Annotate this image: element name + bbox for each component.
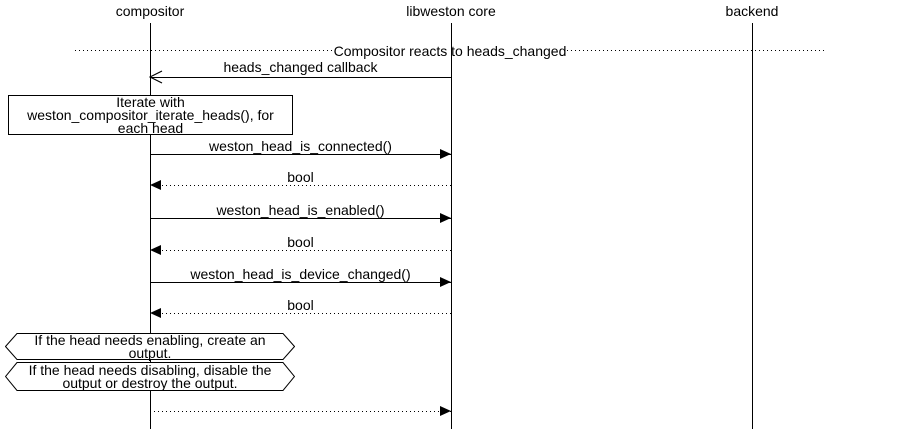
hexagon-shape xyxy=(5,333,295,360)
note-line: If the head needs enabling, create an xyxy=(34,331,266,348)
divider-row: Compositor reacts to heads_changed xyxy=(75,42,826,59)
message-line-head-is-connected xyxy=(150,154,451,155)
divider-line-right xyxy=(567,50,826,51)
filled-arrowhead-left-icon xyxy=(150,308,161,318)
filled-arrowhead-left-icon xyxy=(150,180,161,190)
message-label-head-is-connected: weston_head_is_connected() xyxy=(209,138,392,154)
lifeline-backend xyxy=(752,23,753,429)
filled-arrowhead-left-icon xyxy=(150,245,161,255)
lifeline-libweston-core xyxy=(451,23,452,429)
note-line: If the head needs disabling, disable the xyxy=(28,361,272,378)
message-label-head-is-device-changed: weston_head_is_device_changed() xyxy=(190,266,411,282)
filled-arrowhead-right-icon xyxy=(440,149,451,159)
message-label-bool-1: bool xyxy=(287,169,314,185)
note-line: weston_compositor_iterate_heads(), for xyxy=(27,106,274,123)
lifeline-compositor xyxy=(150,23,151,429)
filled-arrowhead-right-icon xyxy=(440,406,451,416)
message-label-bool-3: bool xyxy=(287,297,314,313)
message-label-head-is-enabled: weston_head_is_enabled() xyxy=(216,202,385,218)
filled-arrowhead-right-icon xyxy=(440,213,451,223)
note-iterate-heads: Iterate with weston_compositor_iterate_h… xyxy=(8,95,293,135)
message-label-heads-changed-callback: heads_changed callback xyxy=(223,59,378,75)
message-line-bool-2 xyxy=(150,250,451,251)
participant-label-compositor: compositor xyxy=(115,3,185,19)
note-line: output or destroy the output. xyxy=(62,374,238,391)
participant-label-libweston-core: libweston core xyxy=(406,3,496,19)
message-label-bool-2: bool xyxy=(287,234,314,250)
filled-arrowhead-right-icon xyxy=(440,277,451,287)
open-arrowhead-left-icon xyxy=(149,70,163,84)
note-line: each head xyxy=(117,119,184,136)
message-line-unlabeled xyxy=(150,411,451,412)
participant-label-backend: backend xyxy=(725,3,779,19)
note-line: output. xyxy=(128,344,172,361)
divider-title: Compositor reacts to heads_changed xyxy=(333,42,567,59)
note-needs-disabling: If the head needs disabling, disable the… xyxy=(5,362,295,391)
divider-line-left xyxy=(75,50,333,51)
message-line-head-is-enabled xyxy=(150,218,451,219)
note-needs-enabling: If the head needs enabling, create an ou… xyxy=(5,333,295,360)
note-line: Iterate with xyxy=(116,93,185,110)
message-line-bool-1 xyxy=(150,185,451,186)
message-line-bool-3 xyxy=(150,313,451,314)
message-line-heads-changed-callback xyxy=(150,77,451,78)
message-line-head-is-device-changed xyxy=(150,282,451,283)
hexagon-shape xyxy=(5,362,295,391)
